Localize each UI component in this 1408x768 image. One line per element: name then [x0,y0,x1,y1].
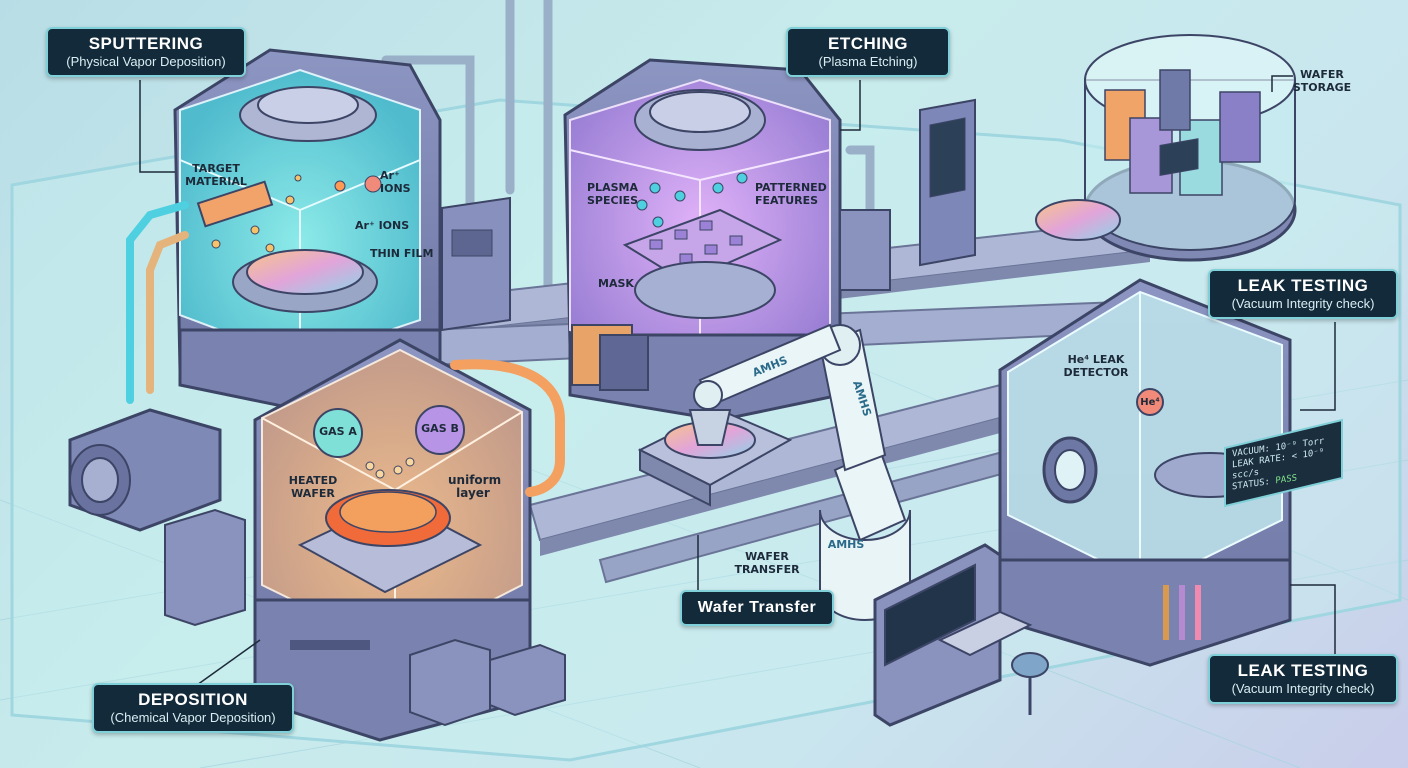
target-material-label: TARGET MATERIAL [183,162,249,188]
plasma-species-line1: PLASMA [587,181,638,194]
plasma-species-line2: SPECIES [587,194,639,207]
status-value: PASS [1275,473,1298,487]
deposition-chamber [253,338,532,742]
leak-testing-top-subtitle: (Vacuum Integrity check) [1231,296,1375,311]
orange-gas-line [450,359,565,497]
leak-testing-top-title: LEAK TESTING [1237,276,1369,295]
transfer-stage [637,408,793,507]
control-tower [839,98,976,291]
heated-wafer-line1: HEATED [288,474,338,487]
uniform-layer-line2: layer [456,486,490,500]
deposition-callout: DEPOSITION (Chemical Vapor Deposition) [92,683,294,733]
status-panel-screen [1224,418,1343,508]
sputtering-title: SPUTTERING [88,34,204,53]
target-material-line2: MATERIAL [185,175,247,188]
ceiling-pipes [381,0,875,305]
tan-pipe [146,231,189,394]
he-probe-label: He⁴ [1140,397,1160,408]
patterned-features-label: PATTERNED FEATURES [755,181,835,207]
wafer-transfer-small-label: WAFER TRANSFER [732,550,802,576]
he-leak-detector-line1: He⁴ LEAK [1067,353,1125,366]
thin-film-label: THIN FILM [370,247,434,260]
sputtering-callout: SPUTTERING (Physical Vapor Deposition) [46,27,246,77]
vacuum-pump [68,408,222,532]
etching-subtitle: (Plasma Etching) [818,54,918,69]
wafer-transfer-small-line1: WAFER [745,550,789,563]
heated-wafer-line2: WAFER [291,487,335,500]
electrical-panels [571,324,649,391]
chiller-unit [164,508,246,627]
ar-ions-1-line1: Ar⁺ [380,169,400,182]
wafer-storage-line2: STORAGE [1292,81,1352,94]
etching-title: ETCHING [828,34,908,53]
wafer-transfer-callout: Wafer Transfer [680,590,834,626]
plasma-species-label: PLASMA SPECIES [587,181,643,207]
operator-console [873,543,1049,727]
leak-testing-bottom-subtitle: (Vacuum Integrity check) [1231,681,1375,696]
patterned-features-line2: FEATURES [755,194,819,207]
leak-testing-callout-bottom: LEAK TESTING (Vacuum Integrity check) [1208,654,1398,704]
bottom-units [409,638,566,727]
leak-test-chamber [998,138,1292,667]
ar-ions-1-line2: IONS [380,182,411,195]
patterned-features-line1: PATTERNED [755,181,827,194]
leak-testing-callout-top: LEAK TESTING (Vacuum Integrity check) [1208,269,1398,319]
gas-a-label: GAS A [319,425,357,438]
etching-callout: ETCHING (Plasma Etching) [786,27,950,77]
cyan-pipe [126,201,189,404]
uniform-layer-label: uniform layer [448,473,502,500]
he-leak-detector-line2: DETECTOR [1063,366,1129,379]
wafer-storage-label: WAFER STORAGE [1290,68,1354,94]
amhs-base-label: AMHS [827,538,865,551]
uniform-layer-line1: uniform [448,473,502,487]
heated-wafer-label: HEATED WAFER [285,474,341,500]
sputtering-chamber [173,48,442,422]
gas-cabinet [441,196,511,332]
wafer-transfer-small-line2: TRANSFER [734,563,800,576]
ar-ions-label-1: Ar⁺ IONS [380,169,420,195]
ar-ions-label-2: Ar⁺ IONS [355,219,410,232]
gas-b-label: GAS B [421,422,459,435]
target-material-line1: TARGET [192,162,240,175]
wafer-storage-line1: WAFER [1300,68,1344,81]
deposition-title: DEPOSITION [138,690,248,709]
callout-leaders [139,75,1336,691]
he-leak-detector-label: He⁴ LEAK DETECTOR [1058,353,1134,379]
deposition-subtitle: (Chemical Vapor Deposition) [110,710,276,725]
etching-chamber [563,58,842,422]
mask-label: MASK [598,277,634,290]
sputtering-subtitle: (Physical Vapor Deposition) [66,54,226,69]
wafer-transfer-title: Wafer Transfer [697,599,817,616]
leak-testing-bottom-title: LEAK TESTING [1237,661,1369,680]
